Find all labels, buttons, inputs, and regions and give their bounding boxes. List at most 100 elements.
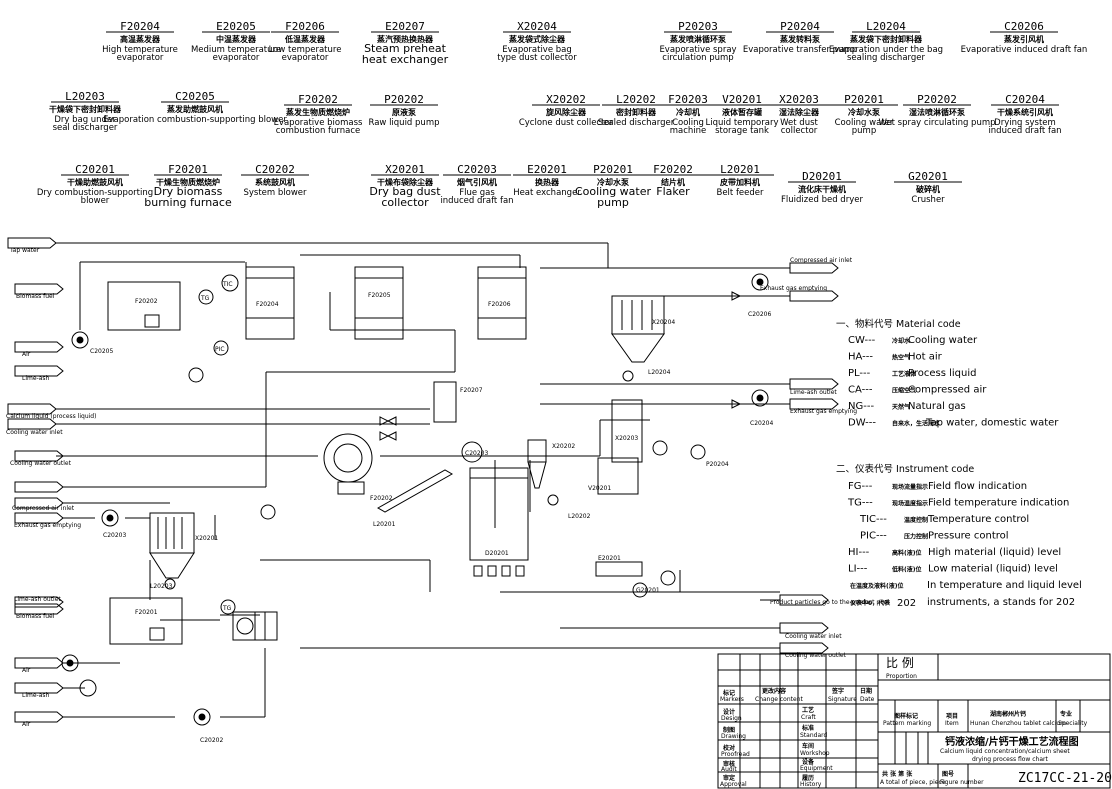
equipment-name-en: Dry bag dust bbox=[369, 185, 441, 198]
equipment-name-en: evaporator bbox=[213, 53, 260, 63]
tag-L20203: L20203 bbox=[150, 583, 173, 590]
tb-markers-en: Markers bbox=[720, 696, 744, 703]
material_code-en: Cooling water bbox=[908, 335, 978, 346]
instrument-TG-2: TG bbox=[222, 605, 232, 612]
equipment-tag: F20206 bbox=[285, 20, 325, 33]
equipment-name-en: evaporator bbox=[282, 53, 329, 63]
material_code-code: DW--- bbox=[848, 418, 876, 429]
right-streams bbox=[779, 262, 839, 654]
stream-arrow-ca-inlet bbox=[14, 497, 64, 509]
stream-arrow-air-3 bbox=[14, 711, 64, 723]
instrument-TIC: TIC bbox=[222, 281, 233, 288]
wet-collector-X20203 bbox=[611, 399, 643, 463]
instrument_code-code: FG--- bbox=[848, 481, 873, 492]
equipment-name-en: Heat exchanger bbox=[513, 188, 581, 198]
instrument_code-en: Field flow indication bbox=[928, 481, 1027, 492]
tb-proofread-en: Proofread bbox=[721, 751, 750, 758]
equipment-name-en: Medium temperature bbox=[191, 45, 281, 55]
equipment-tag: F20202 bbox=[653, 163, 693, 176]
equipment-name-en: Evaporative induced draft fan bbox=[961, 45, 1088, 55]
equipment-name-zh: 湿法除尘器 bbox=[779, 107, 820, 117]
label-lime-ash-outlet: Lime-ash outlet bbox=[14, 596, 61, 603]
equipment-name-zh: 破碎机 bbox=[916, 184, 940, 194]
equipment-name-en: Cooling water bbox=[835, 118, 894, 128]
equipment-name-en: Dry combustion-supporting bbox=[37, 188, 153, 198]
instrument_code-zh: 压力控制 bbox=[904, 533, 928, 541]
tb-pattern-en: Pattern marking bbox=[883, 720, 931, 727]
label-r-lime-ash: Lime-ash outlet bbox=[790, 389, 837, 396]
equipment-name-zh: 干燥生物质燃烧炉 bbox=[156, 177, 220, 187]
stream-arrow-biomass-fuel-2 bbox=[14, 603, 64, 615]
equipment-name-en: induced draft fan bbox=[440, 196, 513, 206]
pump-P20201-b bbox=[660, 570, 676, 586]
label-cw-outlet-1: Cooling water outlet bbox=[10, 460, 72, 467]
label-air-3: Air bbox=[22, 721, 31, 728]
equipment-name-en: pump bbox=[852, 126, 876, 136]
tb-standard-zh: 标准 bbox=[801, 724, 814, 732]
equipment-name-en: type dust collector bbox=[497, 53, 577, 63]
tb-audit-zh: 审核 bbox=[723, 760, 735, 768]
tag-C20205: C20205 bbox=[90, 348, 113, 355]
tb-approval-zh: 审定 bbox=[723, 774, 735, 782]
equipment-tag: P20203 bbox=[678, 20, 718, 33]
equipment-name-zh: 原液泵 bbox=[392, 107, 416, 117]
tag-X20202: X20202 bbox=[552, 443, 575, 450]
label-lime-ash-1: Lime-ash bbox=[22, 375, 50, 382]
equipment-name-zh: 冷却水泵 bbox=[848, 107, 880, 117]
pump-P20201 bbox=[260, 504, 276, 520]
instrument_code-zh: 温度控制 bbox=[904, 516, 928, 524]
material_code-zh: 天然气 bbox=[892, 403, 910, 411]
tb-figure-number: ZC17CC-21-203 bbox=[1018, 771, 1112, 786]
equipment-name-en: Sealed discharger bbox=[598, 118, 675, 128]
stream-arrow-exhaust-1 bbox=[14, 512, 64, 524]
discharger-L20202 bbox=[547, 494, 559, 506]
left-streams bbox=[7, 237, 64, 723]
equipment-tag: F20204 bbox=[120, 20, 160, 33]
bag-collector-X20204-hopper bbox=[611, 333, 665, 363]
tag-X20201: X20201 bbox=[195, 535, 218, 542]
equipment-name-zh: 中温蒸发器 bbox=[216, 34, 257, 44]
tb-figure-en: Figure number bbox=[940, 779, 984, 786]
equipment-tag: X20202 bbox=[546, 93, 586, 106]
title-block: 比 例 Proportion 标记 Markers 更改内容 Change co… bbox=[717, 653, 1112, 789]
tb-markers-zh: 标记 bbox=[722, 689, 735, 697]
tb-change-zh: 更改内容 bbox=[762, 687, 786, 695]
evaporator-F20205 bbox=[354, 266, 404, 340]
equipment-tag: F20202 bbox=[298, 93, 338, 106]
instrument-note-num: 202 bbox=[897, 598, 916, 609]
instrument-note-en1: In temperature and liquid level bbox=[927, 580, 1082, 591]
equipment-name-en: Wet dust bbox=[780, 118, 818, 128]
instrument-PIC: PIC bbox=[215, 346, 225, 353]
material_code-en: Hot air bbox=[908, 352, 943, 363]
tb-design-en: Design bbox=[721, 715, 742, 722]
furnace-F20202-box bbox=[144, 314, 160, 328]
label-ca-inlet: Compressed air inlet bbox=[12, 505, 75, 512]
equipment-name-en: Liquid temporary bbox=[705, 118, 778, 128]
tb-history-zh: 履历 bbox=[801, 774, 814, 782]
material_code-zh: 自来水，生活用水 bbox=[892, 420, 941, 428]
tb-sheets-en: A total of piece, piece bbox=[880, 779, 946, 786]
evaporator-F20206 bbox=[477, 266, 527, 340]
tb-speciality-zh: 专业 bbox=[1060, 710, 1072, 718]
label-tap-water: Tap water bbox=[9, 247, 40, 254]
tag-F20201: F20201 bbox=[135, 609, 158, 616]
label-calcium-liquid: Calcium liquid (process liquid) bbox=[6, 413, 96, 420]
tag-V20201: V20201 bbox=[588, 485, 611, 492]
material_code-code: HA--- bbox=[848, 352, 873, 363]
equipment-tag: P20201 bbox=[844, 93, 884, 106]
tb-signature-zh: 签字 bbox=[831, 687, 844, 695]
tb-audit-en: Audit bbox=[721, 766, 737, 773]
instrument_code-code: LI--- bbox=[848, 564, 868, 575]
